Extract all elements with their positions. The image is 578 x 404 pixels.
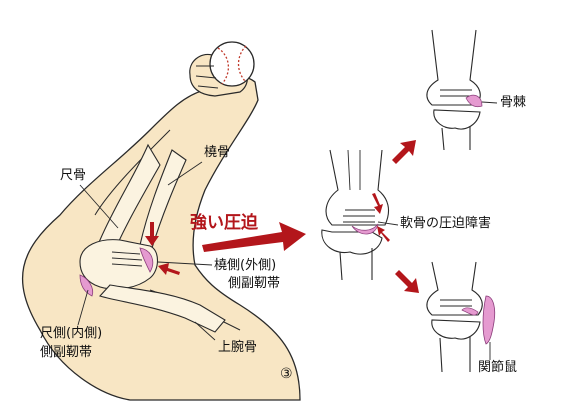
br-loose-body-pink (482, 295, 496, 345)
compression-arrow-down (145, 222, 159, 246)
arrow-up-right (392, 140, 416, 164)
osteophyte-label: 骨棘 (500, 95, 527, 110)
center-upper-bone (325, 149, 390, 226)
radius-label: 橈骨 (204, 145, 231, 160)
tr-upper-bone (426, 29, 481, 106)
tr-lower-bone (433, 109, 481, 151)
center-joint (321, 149, 399, 281)
br-lower-bone (431, 319, 481, 373)
humerus-bone (99, 284, 226, 333)
br-joint-lines (440, 299, 472, 307)
lateral-ligament-label-line1: 橈側(外側) (214, 258, 277, 273)
tr-leader (481, 101, 498, 104)
br-upper-bone (426, 261, 483, 316)
humerus-label: 上腕骨 (218, 340, 258, 355)
ulna-label: 尺骨 (60, 168, 87, 183)
center-lower-bone (321, 229, 383, 255)
medial-ligament (79, 274, 94, 297)
center-cartilage-pink (351, 223, 379, 235)
baseball (209, 41, 255, 87)
center-joint-lines (343, 209, 375, 223)
center-small-arrow-1 (372, 193, 383, 214)
compression-label: 強い圧迫 (190, 213, 258, 233)
top-right-joint (426, 29, 498, 151)
center-small-arrow-2 (377, 226, 390, 242)
arm-illustration (21, 41, 301, 401)
tr-joint-lines (440, 89, 472, 97)
medial-ligament-label-line1: 尺側(内側) (40, 326, 103, 341)
baseball-stitches (217, 45, 247, 85)
left-leader-lines (77, 161, 216, 341)
center-lower-shaft (339, 248, 373, 281)
br-cartilage-pink (461, 307, 479, 316)
medial-ligament-label-line2: 側副靭帯 (40, 345, 93, 360)
figure-number: ③ (280, 366, 293, 382)
forearm-upper-arm-skin (21, 74, 301, 401)
cartilage-damage-label: 軟骨の圧迫障害 (400, 216, 492, 231)
bottom-right-joint (426, 261, 496, 373)
arrow-down-right (395, 270, 419, 293)
arm-inner-line (94, 129, 171, 216)
main-red-arrow (202, 222, 306, 252)
lateral-ligament-label-line2: 側副靭帯 (228, 276, 281, 291)
center-leader (377, 221, 399, 226)
joint-lines (111, 251, 143, 267)
loose-body-label: 関節鼠 (478, 360, 518, 375)
finger-lines (195, 65, 219, 89)
tr-osteophyte-pink (465, 94, 483, 108)
center-upper-bone-inner (347, 149, 361, 191)
compression-arrow-left (158, 263, 180, 275)
lateral-ligament (139, 247, 154, 273)
